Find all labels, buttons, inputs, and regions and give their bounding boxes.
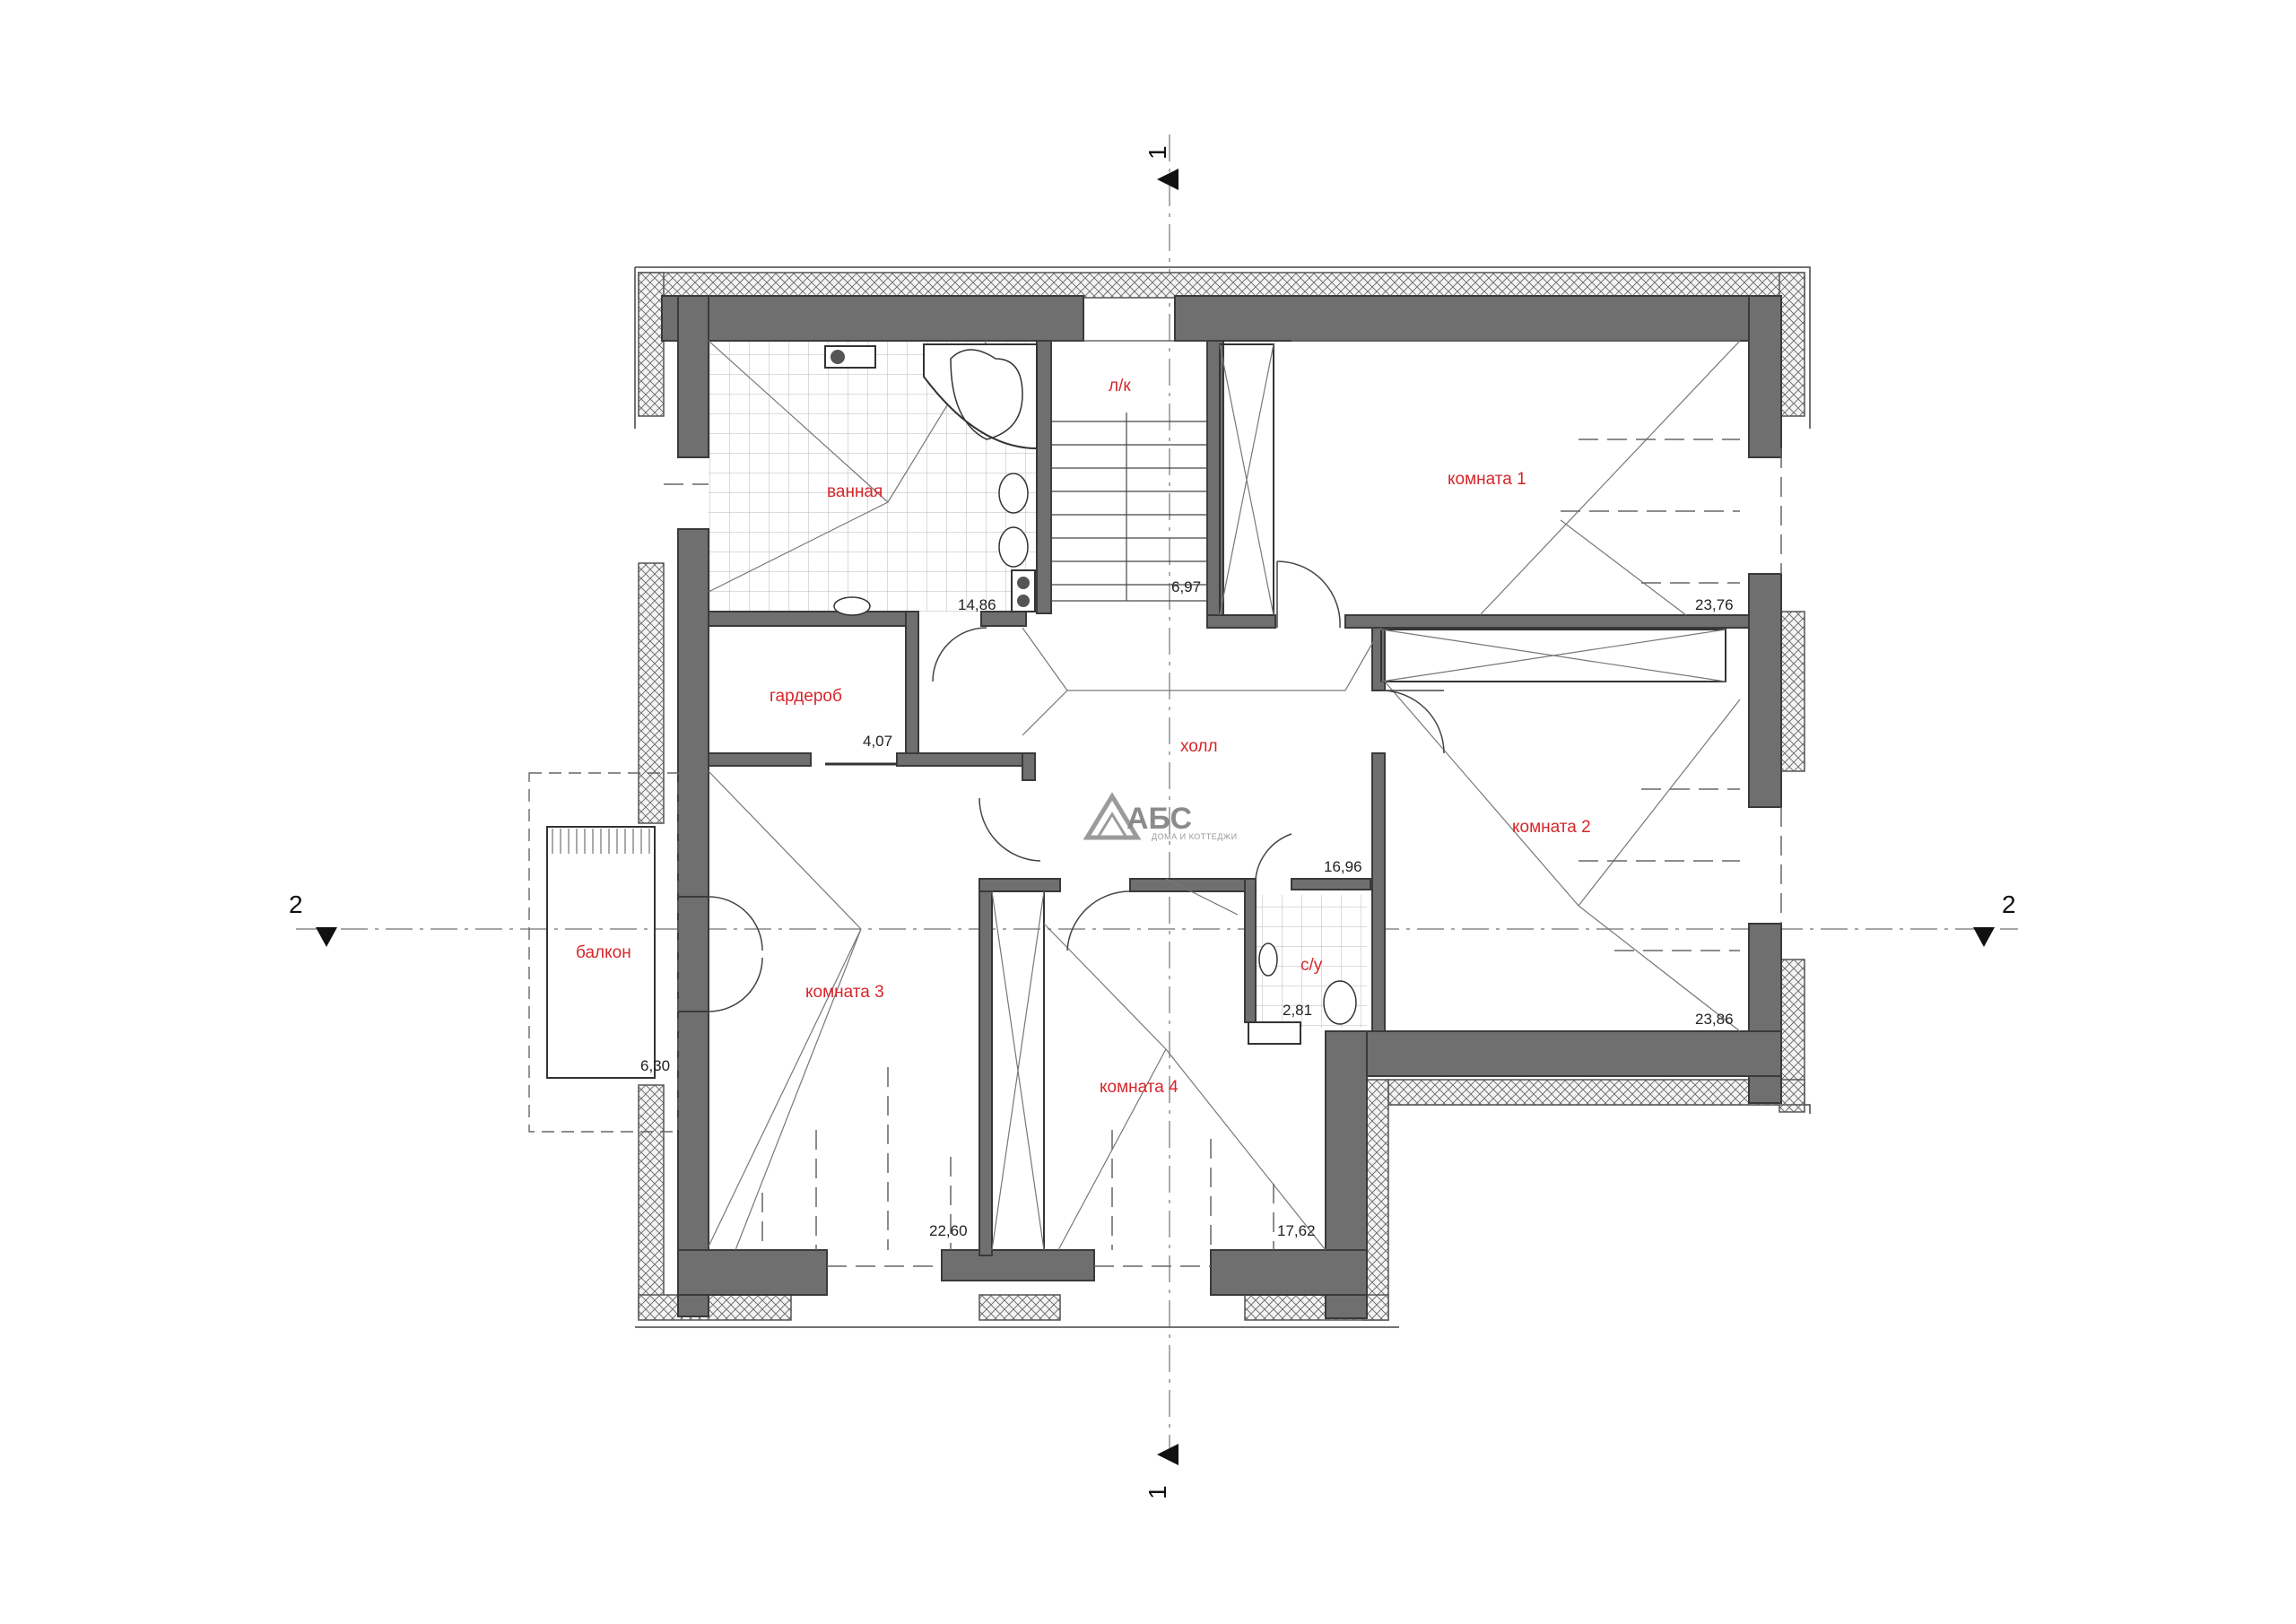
axis-marker-2-right: 2 [1973, 890, 2016, 947]
projection-lines [664, 340, 1782, 1267]
fixtures [824, 343, 1357, 1045]
sink-wc [1258, 942, 1278, 977]
axis-marker-1-top: 1 [1144, 145, 1178, 190]
axis-label-1-bottom: 1 [1144, 1485, 1171, 1499]
room-name-hall: холл [1180, 737, 1218, 756]
room-area-wardrobe: 4,07 [863, 733, 892, 750]
bathtub [923, 343, 1038, 450]
room-area-balcony: 6,30 [640, 1057, 670, 1074]
sink-bathroom [833, 596, 871, 616]
room-name-wardrobe: гардероб [770, 687, 842, 706]
toilet-bathroom [998, 473, 1029, 514]
axis-marker-2-left: 2 [289, 890, 337, 947]
room-name-wc: с/у [1300, 956, 1323, 975]
room-name-room3: комната 3 [805, 983, 884, 1002]
axis-label-2-left: 2 [289, 890, 303, 918]
axis-label-2-right: 2 [2002, 890, 2016, 918]
room-name-room4: комната 4 [1100, 1078, 1178, 1097]
room-name-room1: комната 1 [1448, 470, 1526, 489]
axis-lines [296, 135, 2018, 1453]
boiler [824, 345, 876, 369]
closets [991, 343, 1726, 1251]
room-area-hall: 16,96 [1324, 858, 1362, 875]
bidet-bathroom [998, 526, 1029, 568]
room-area-room4: 17,62 [1277, 1222, 1316, 1239]
stairs [1050, 340, 1208, 602]
room-area-room2: 23,86 [1695, 1011, 1734, 1028]
toilet-wc [1323, 980, 1357, 1025]
room-name-stair: л/к [1109, 377, 1131, 395]
room-area-stair: 6,97 [1171, 578, 1201, 595]
room-name-bathroom: ванная [827, 482, 883, 501]
walls [661, 295, 1782, 1319]
room-area-bathroom: 14,86 [958, 596, 996, 613]
logo-tagline: ДОМА И КОТТЕДЖИ [1152, 832, 1238, 841]
axis-marker-1-bottom: 1 [1144, 1444, 1178, 1499]
room-area-room1: 23,76 [1695, 596, 1734, 613]
balcony [528, 772, 679, 1133]
room-area-wc: 2,81 [1283, 1002, 1312, 1019]
company-logo: АБС ДОМА И КОТТЕДЖИ [1083, 792, 1238, 841]
room-labels: ванная 14,86 л/к 6,97 комната 1 23,76 га… [576, 377, 1734, 1239]
room-name-balcony: балкон [576, 943, 631, 962]
room-area-room3: 22,60 [929, 1222, 968, 1239]
axis-label-1-top: 1 [1144, 145, 1171, 160]
doors [708, 560, 1445, 1012]
room-name-room2: комната 2 [1512, 818, 1591, 837]
logo-name: АБС [1126, 802, 1192, 836]
